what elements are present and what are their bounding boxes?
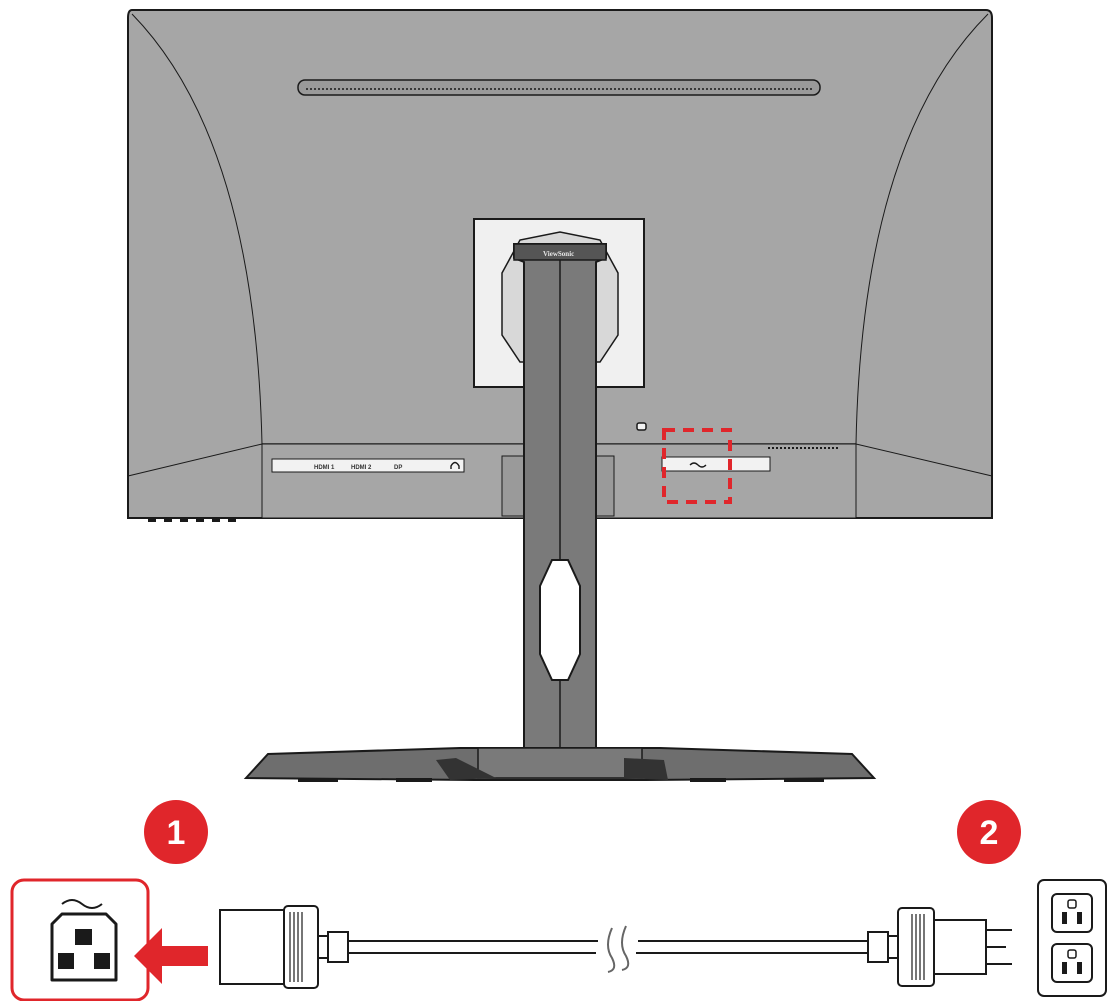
headphone-icon [450, 461, 460, 469]
monitor-stand: ViewSonic [243, 243, 877, 782]
step-number-2: 2 [980, 814, 999, 852]
port-hdmi2-label: HDMI 2 [351, 465, 372, 471]
vent-slot [297, 79, 821, 96]
control-buttons [148, 518, 236, 522]
wall-outlet-icon [1037, 879, 1107, 997]
monitor-power-strip [661, 456, 771, 472]
cable-hole [539, 559, 581, 681]
port-hdmi1-label: HDMI 1 [314, 465, 335, 471]
lock-slot [636, 422, 647, 431]
step-badge-1: 1 [144, 800, 208, 864]
brand-logo: ViewSonic [543, 250, 574, 258]
power-port-highlight [662, 428, 732, 504]
ac-symbol-icon [689, 462, 707, 468]
power-inlet [10, 878, 150, 1001]
port-dp-label: DP [394, 465, 402, 471]
arrow-left-icon [134, 928, 208, 984]
port-strip [271, 458, 465, 473]
ac-symbol-icon [61, 899, 103, 909]
power-inlet-icon [50, 912, 118, 982]
step-badge-2: 2 [957, 800, 1021, 864]
power-cable [219, 905, 1012, 989]
step-number-1: 1 [167, 814, 186, 852]
cable-break-icon [607, 925, 630, 973]
